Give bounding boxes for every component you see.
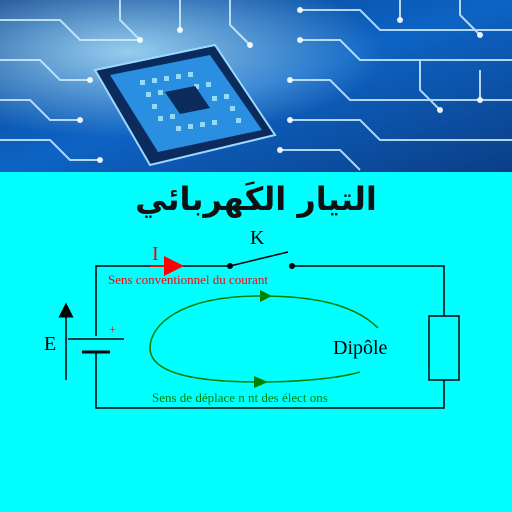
dipole-label: Dipôle xyxy=(333,337,388,359)
generator-label: E xyxy=(44,333,56,355)
switch-label: K xyxy=(250,227,265,249)
electron-arrow-bottom xyxy=(254,376,268,388)
circuit-board-banner xyxy=(0,0,512,172)
wire-top-left xyxy=(95,265,230,336)
electron-flow-loop xyxy=(149,295,379,383)
wire-top-right xyxy=(292,265,445,316)
circuit-board-chip-illustration xyxy=(0,0,512,172)
plus-sign: + xyxy=(109,322,116,336)
electron-direction-label: Sens de déplace n nt des élect ons xyxy=(152,390,328,405)
dipole-resistor xyxy=(428,315,460,381)
electron-arrow-top xyxy=(260,290,272,302)
switch-k xyxy=(227,251,295,269)
conventional-direction-label: Sens conventionnel du courant xyxy=(108,272,268,287)
circuit-wires xyxy=(95,265,445,409)
page-title: التيار الكَهربائي xyxy=(135,180,377,218)
generator-symbol xyxy=(68,338,124,354)
wire-right-bottom xyxy=(95,352,445,409)
current-label: I xyxy=(152,243,159,265)
processor-chip xyxy=(93,43,277,167)
